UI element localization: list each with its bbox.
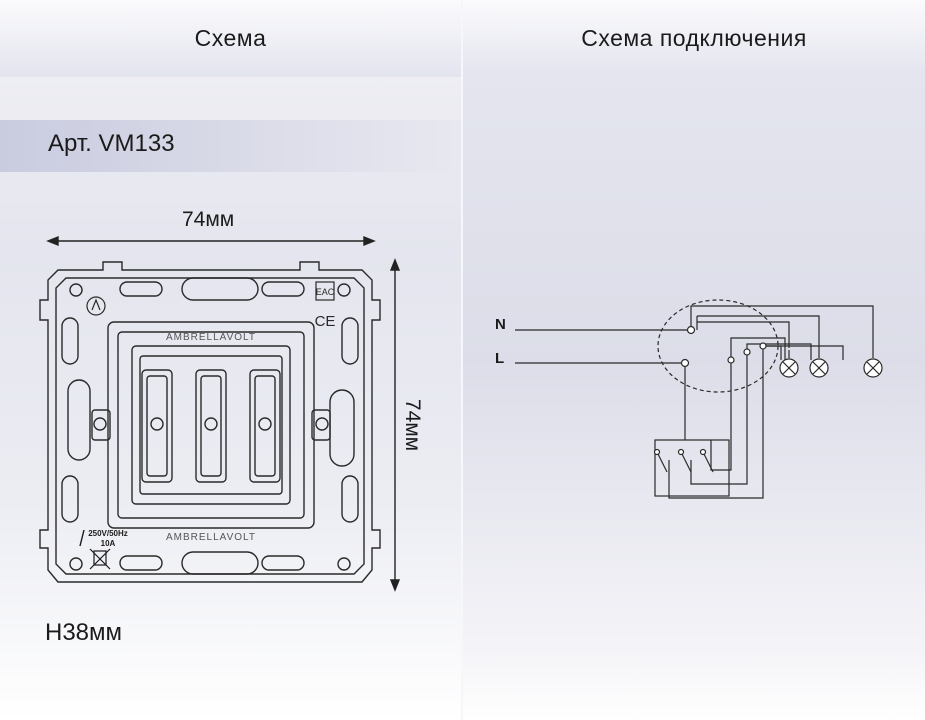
mounting-frame (39, 261, 381, 583)
width-dimension-line (46, 235, 376, 247)
left-panel: Схема Арт. VM133 74мм H38мм 74мм (0, 0, 461, 720)
article-band (0, 120, 461, 172)
rating-line-1: 250V/50Hz (88, 529, 128, 538)
ce-mark-icon: CE (315, 313, 336, 330)
height-dimension-label: 74мм (401, 399, 424, 451)
neutral-terminal (686, 325, 696, 335)
switch-box (654, 439, 730, 497)
wiring-diagram (515, 299, 883, 499)
neutral-label: N (495, 316, 506, 333)
brand-top-label: AMBRELLAVOLT (166, 332, 256, 343)
left-header: Схема (0, 0, 461, 77)
depth-label: H38мм (45, 619, 123, 646)
article-label: Арт. VM133 (48, 130, 175, 157)
line-label: L (495, 350, 505, 367)
lamp-2-icon (809, 350, 829, 378)
switch-drawing: 74мм (39, 235, 424, 592)
switch-body (107, 321, 315, 529)
height-dimension-line (389, 258, 401, 592)
key-2 (195, 369, 227, 483)
eac-mark-icon: EAC (315, 281, 335, 301)
line-terminal (680, 358, 690, 368)
svg-text:CE: CE (315, 313, 336, 330)
svg-text:EAC: EAC (316, 287, 335, 297)
brand-logo-icon (86, 296, 106, 316)
key-1 (141, 369, 173, 483)
neutral-bus (690, 305, 874, 350)
key-3 (249, 369, 281, 483)
weee-bin-icon (89, 548, 111, 570)
column-divider (461, 0, 463, 720)
right-panel: Схема подключения N L (463, 0, 925, 720)
rating-line-2: 10A (101, 539, 116, 548)
warning-icon (79, 529, 85, 547)
width-dimension-label: 74мм (182, 208, 235, 231)
right-header: Схема подключения (463, 0, 925, 77)
lamp-1-icon (779, 350, 799, 378)
brand-bottom-label: AMBRELLAVOLT (166, 532, 256, 543)
lamp-3-icon (863, 350, 883, 378)
